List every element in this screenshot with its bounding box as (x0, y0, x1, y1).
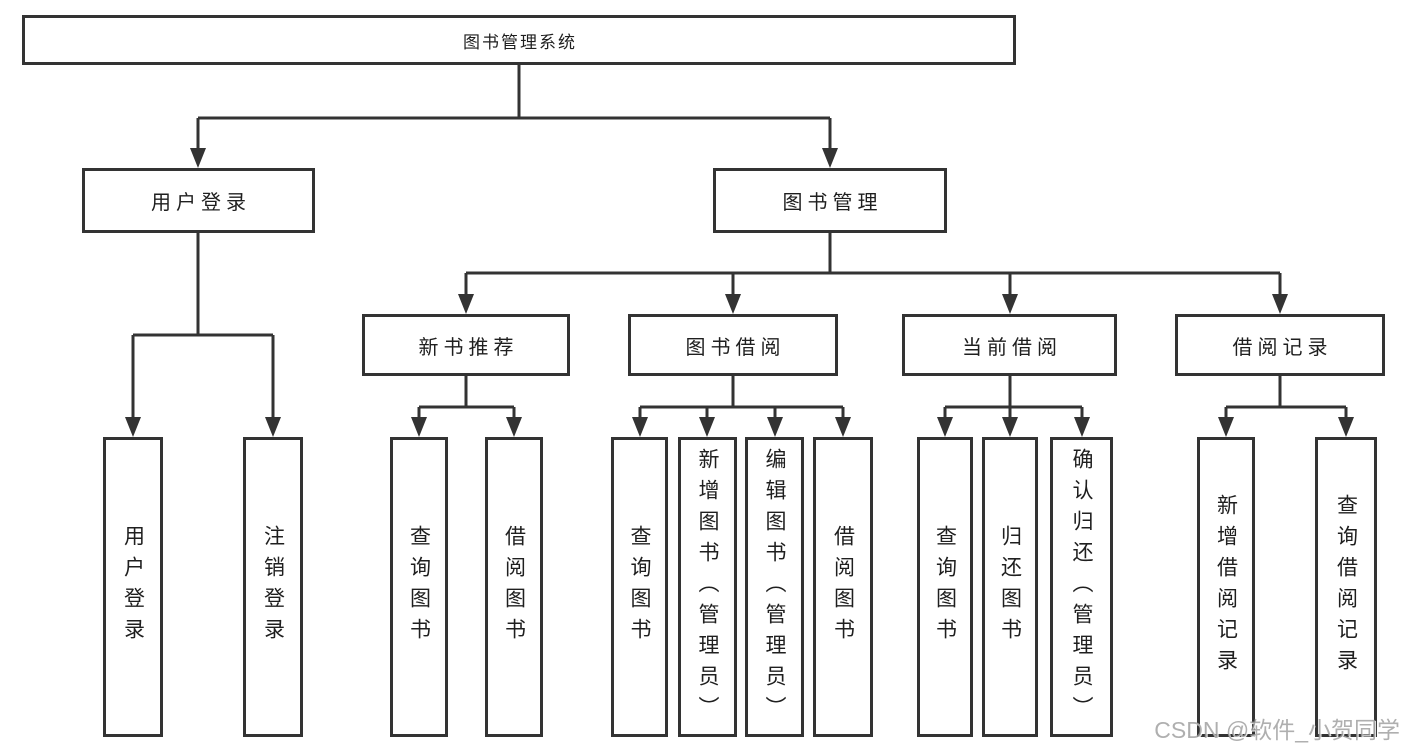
leaf-borrow-books: 借阅图书 (813, 437, 873, 737)
node-borrow-records-label: 借阅记录 (1232, 336, 1333, 359)
node-root-label: 图书管理系统 (463, 32, 577, 52)
leaf-add-borrow-record: 新增借阅记录 (1197, 437, 1255, 737)
leaf-return-books: 归还图书 (982, 437, 1038, 737)
node-root: 图书管理系统 (22, 15, 1016, 65)
connector-borrow-records-children (1218, 376, 1354, 437)
node-user-login-label: 用户登录 (151, 192, 251, 214)
node-book-borrow-label: 图书借阅 (685, 336, 786, 359)
node-new-book-recommend: 新书推荐 (362, 314, 570, 376)
leaf-query-books-recommend-label: 查询图书 (407, 525, 431, 649)
node-current-borrow-label: 当前借阅 (962, 336, 1062, 359)
node-user-login: 用户登录 (82, 168, 315, 233)
leaf-add-borrow-record-label: 新增借阅记录 (1214, 494, 1238, 680)
node-book-borrow: 图书借阅 (628, 314, 838, 376)
connector-new-book-recommend-children (411, 376, 522, 437)
leaf-query-books-borrow-label: 查询图书 (628, 525, 651, 649)
leaf-edit-books-admin-label: 编辑图书（管理员） (763, 447, 786, 727)
connector-book-borrow-children (632, 376, 851, 437)
node-new-book-recommend-label: 新书推荐 (418, 336, 519, 359)
leaf-borrow-books-label: 借阅图书 (831, 525, 855, 649)
leaf-add-books-admin: 新增图书（管理员） (678, 437, 737, 737)
leaf-confirm-return-admin: 确认归还（管理员） (1050, 437, 1113, 737)
leaf-query-books-current: 查询图书 (917, 437, 973, 737)
watermark: CSDN @软件_小贺同学 (1154, 717, 1400, 743)
node-book-management-label: 图书管理 (782, 192, 883, 214)
leaf-borrow-books-recommend-label: 借阅图书 (502, 525, 526, 649)
leaf-query-books-borrow: 查询图书 (611, 437, 668, 737)
leaf-confirm-return-admin-label: 确认归还（管理员） (1070, 447, 1093, 727)
connector-current-borrow-children (937, 376, 1090, 437)
leaf-add-books-admin-label: 新增图书（管理员） (696, 447, 719, 727)
connector-book-management-children (458, 233, 1288, 314)
leaf-edit-books-admin: 编辑图书（管理员） (745, 437, 804, 737)
leaf-query-books-current-label: 查询图书 (933, 525, 957, 649)
leaf-logout: 注销登录 (243, 437, 303, 737)
node-current-borrow: 当前借阅 (902, 314, 1117, 376)
node-book-management: 图书管理 (713, 168, 947, 233)
leaf-user-login-label: 用户登录 (121, 525, 145, 649)
leaf-borrow-books-recommend: 借阅图书 (485, 437, 543, 737)
connector-root-to-level2 (190, 65, 838, 168)
node-borrow-records: 借阅记录 (1175, 314, 1385, 376)
leaf-user-login: 用户登录 (103, 437, 163, 737)
connector-user-login-children (125, 233, 281, 437)
leaf-logout-label: 注销登录 (261, 525, 285, 649)
leaf-query-borrow-record-label: 查询借阅记录 (1334, 494, 1358, 680)
leaf-query-books-recommend: 查询图书 (390, 437, 448, 737)
leaf-query-borrow-record: 查询借阅记录 (1315, 437, 1377, 737)
leaf-return-books-label: 归还图书 (998, 525, 1022, 649)
